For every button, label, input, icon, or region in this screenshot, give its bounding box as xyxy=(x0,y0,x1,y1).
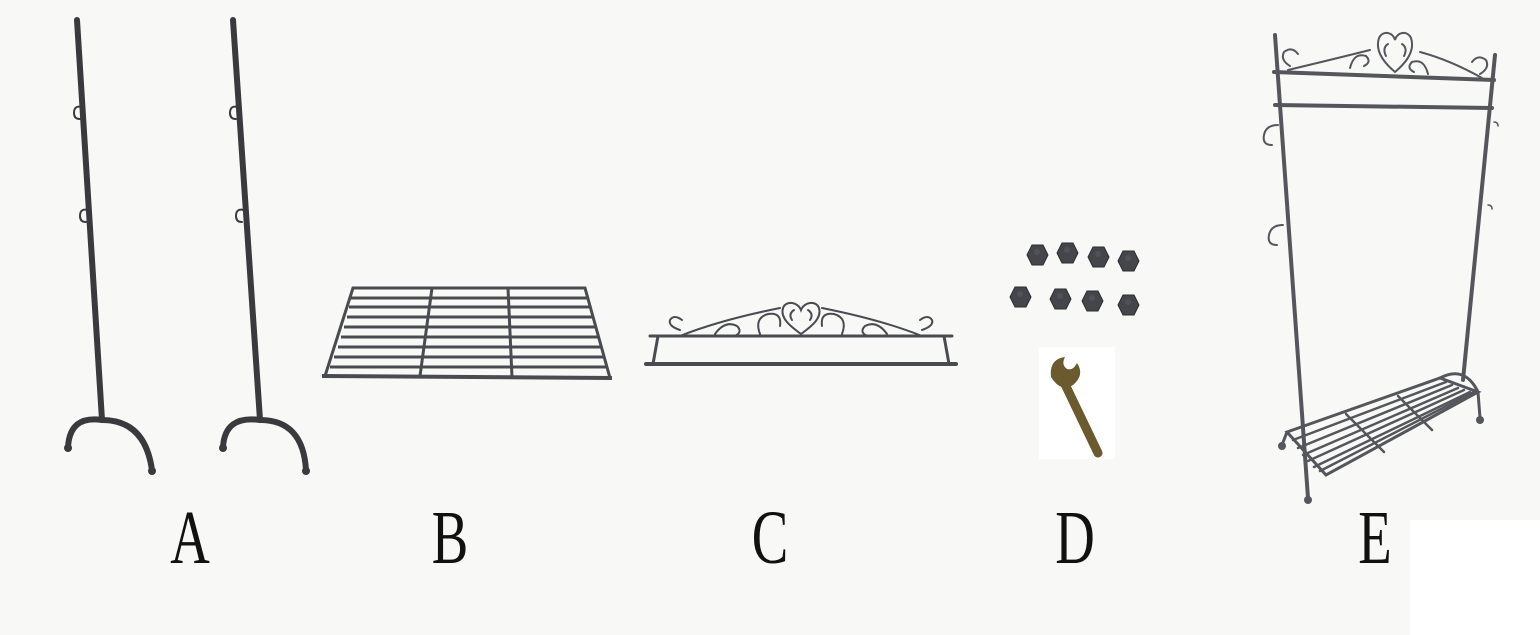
part-b-shelf xyxy=(320,280,620,390)
label-d: D xyxy=(1046,500,1104,576)
cap-nut xyxy=(1010,287,1031,307)
crossbar-drawing xyxy=(640,290,965,380)
shelf-drawing xyxy=(320,280,620,390)
hardware-drawing xyxy=(1005,235,1155,465)
cap-nut xyxy=(1057,243,1078,263)
white-corner-patch xyxy=(1410,520,1540,635)
part-a-side-poles xyxy=(60,15,320,485)
cap-nut xyxy=(1050,289,1071,309)
part-d-hardware xyxy=(1005,235,1155,465)
cap-nut xyxy=(1082,291,1103,311)
cap-nut xyxy=(1027,245,1048,265)
cap-nut xyxy=(1118,295,1139,315)
pole-2-hook-bottom xyxy=(236,210,244,222)
pole-1-foot xyxy=(68,419,152,470)
part-e-assembled-rack xyxy=(1250,20,1510,515)
label-b: B xyxy=(421,500,479,576)
pole-2-foot xyxy=(223,419,306,470)
part-c-top-crossbar xyxy=(640,290,965,380)
label-c: C xyxy=(741,500,799,576)
cap-nut xyxy=(1088,247,1109,267)
assembled-rack-drawing xyxy=(1250,20,1510,515)
cap-nut xyxy=(1118,251,1139,271)
label-e: E xyxy=(1346,500,1404,576)
label-a: A xyxy=(161,500,219,576)
side-poles-drawing xyxy=(60,15,320,485)
